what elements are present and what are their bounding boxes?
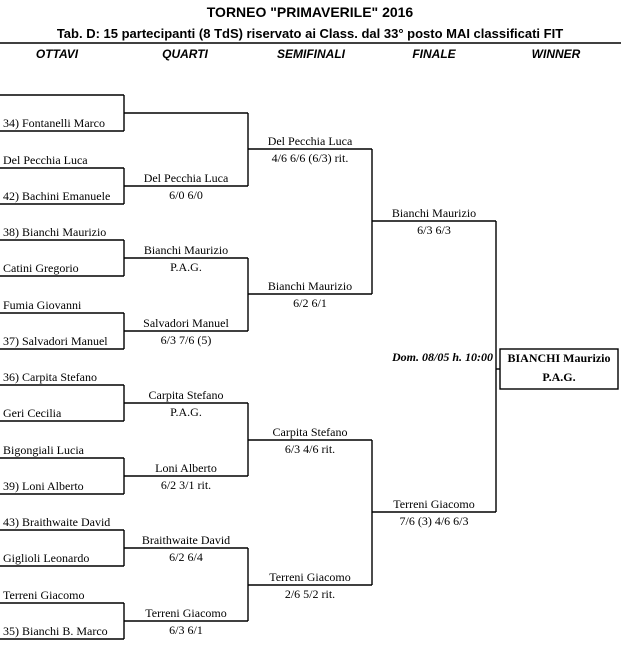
semifinali-score: 2/6 5/2 rit. xyxy=(285,587,335,601)
winner-result: P.A.G. xyxy=(542,370,575,384)
finale-player: Bianchi Maurizio xyxy=(392,206,476,220)
quarti-player: Del Pecchia Luca xyxy=(144,171,229,185)
final-schedule: Dom. 08/05 h. 10:00 xyxy=(391,350,493,364)
quarti-player: Bianchi Maurizio xyxy=(144,243,228,257)
quarti-score: 6/3 7/6 (5) xyxy=(161,333,212,347)
finale-score: 6/3 6/3 xyxy=(417,223,451,237)
bracket-lines xyxy=(0,94,500,640)
semifinali-score: 4/6 6/6 (6/3) rit. xyxy=(272,151,349,165)
semifinali-score: 6/2 6/1 xyxy=(293,296,327,310)
quarti-score: 6/2 6/4 xyxy=(169,550,203,564)
ottavi-player: 43) Braithwaite David xyxy=(3,515,110,529)
quarti-score: 6/2 3/1 rit. xyxy=(161,478,211,492)
tournament-subtitle: Tab. D: 15 partecipanti (8 TdS) riservat… xyxy=(57,26,563,41)
ottavi-player: Catini Gregorio xyxy=(3,261,79,275)
quarti-score: 6/3 6/1 xyxy=(169,623,203,637)
quarti-score: P.A.G. xyxy=(170,405,202,419)
ottavi-player: 35) Bianchi B. Marco xyxy=(3,624,108,638)
tournament-title: TORNEO "PRIMAVERILE" 2016 xyxy=(207,4,414,20)
column-header-winner: WINNER xyxy=(532,47,581,61)
ottavi-player: 42) Bachini Emanuele xyxy=(3,189,110,203)
quarti-player: Terreni Giacomo xyxy=(145,606,226,620)
semifinali-player: Carpita Stefano xyxy=(273,425,348,439)
quarti-player: Salvadori Manuel xyxy=(143,316,229,330)
winner-name: BIANCHI Maurizio xyxy=(508,351,611,365)
ottavi-player: Fumia Giovanni xyxy=(3,298,82,312)
finale-score: 7/6 (3) 4/6 6/3 xyxy=(400,514,469,528)
ottavi-player: Del Pecchia Luca xyxy=(3,153,88,167)
ottavi-player: 37) Salvadori Manuel xyxy=(3,334,108,348)
ottavi-player: Geri Cecilia xyxy=(3,406,62,420)
ottavi-player: 38) Bianchi Maurizio xyxy=(3,225,106,239)
column-header-quarti: QUARTI xyxy=(162,47,208,61)
semifinali-player: Del Pecchia Luca xyxy=(268,134,353,148)
quarti-player: Loni Alberto xyxy=(155,461,217,475)
quarti-player: Carpita Stefano xyxy=(149,388,224,402)
semifinali-player: Bianchi Maurizio xyxy=(268,279,352,293)
ottavi-player: 39) Loni Alberto xyxy=(3,479,84,493)
semifinali-score: 6/3 4/6 rit. xyxy=(285,442,335,456)
ottavi-player: Bigongiali Lucia xyxy=(3,443,85,457)
column-header-finale: FINALE xyxy=(412,47,456,61)
ottavi-player: 34) Fontanelli Marco xyxy=(3,116,105,130)
column-header-semifinali: SEMIFINALI xyxy=(277,47,346,61)
semifinali-player: Terreni Giacomo xyxy=(269,570,350,584)
ottavi-player: Terreni Giacomo xyxy=(3,588,84,602)
ottavi-player: Giglioli Leonardo xyxy=(3,551,89,565)
winner-box xyxy=(499,348,619,390)
quarti-score: 6/0 6/0 xyxy=(169,188,203,202)
quarti-score: P.A.G. xyxy=(170,260,202,274)
column-header-ottavi: OTTAVI xyxy=(36,47,79,61)
quarti-player: Braithwaite David xyxy=(142,533,230,547)
finale-player: Terreni Giacomo xyxy=(393,497,474,511)
ottavi-player: 36) Carpita Stefano xyxy=(3,370,97,384)
